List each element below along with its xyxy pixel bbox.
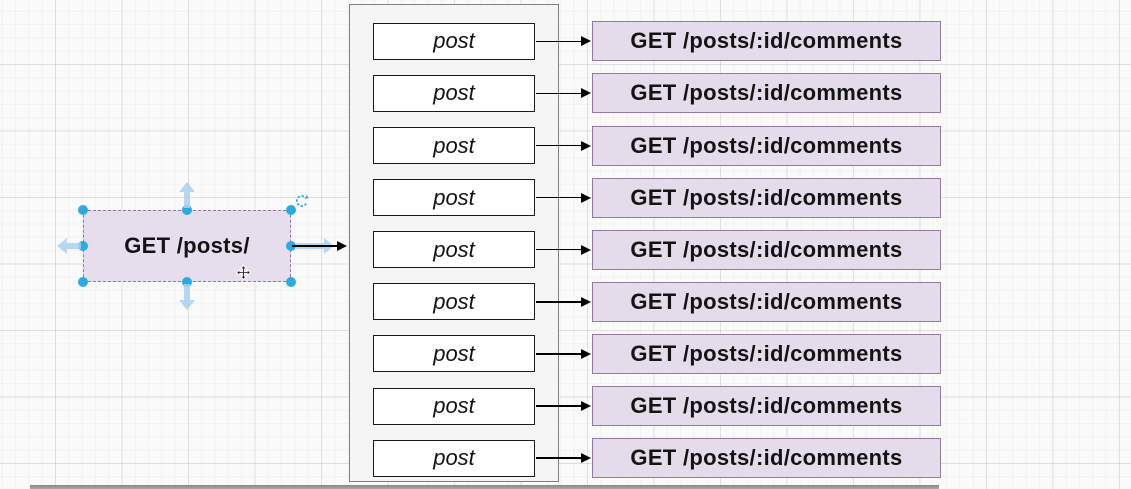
endpoint-node[interactable]: GET /posts/:id/comments (592, 73, 941, 114)
post-node-label: post (433, 288, 475, 314)
row-connector-line[interactable] (535, 301, 583, 303)
row-connector-line[interactable] (535, 405, 583, 407)
endpoint-node-label: GET /posts/:id/comments (630, 445, 903, 471)
row-connector-arrowhead (581, 88, 591, 99)
post-node[interactable]: post (373, 127, 535, 164)
row-connector-line[interactable] (535, 457, 583, 459)
post-node[interactable]: post (373, 179, 535, 217)
post-node[interactable]: post (373, 335, 535, 373)
connect-arrow-left-icon[interactable] (57, 238, 81, 254)
move-cursor-icon (236, 265, 251, 280)
row-connector-arrowhead (581, 140, 591, 151)
post-node[interactable]: post (373, 22, 535, 60)
selection-handle[interactable] (78, 205, 88, 215)
post-node-label: post (433, 340, 475, 366)
post-node-label: post (433, 132, 475, 158)
connect-arrow-up-icon[interactable] (179, 182, 195, 208)
endpoint-node-label: GET /posts/:id/comments (630, 393, 903, 418)
selection-handle[interactable] (182, 277, 192, 287)
window-edge-bar (30, 485, 939, 489)
post-node-label: post (433, 80, 475, 106)
main-connector-line[interactable] (291, 245, 339, 247)
post-node[interactable]: post (373, 439, 535, 477)
endpoint-node-label: GET /posts/:id/comments (630, 80, 903, 106)
node-get-posts[interactable]: GET /posts/ (57, 182, 334, 310)
post-node-label: post (433, 445, 475, 471)
post-node[interactable]: post (373, 74, 535, 112)
row-connector-arrowhead (581, 453, 591, 464)
selection-handle[interactable] (286, 241, 296, 251)
selection-handle[interactable] (286, 277, 296, 287)
node-label: GET /posts/ (124, 233, 250, 258)
row-connector-arrowhead (581, 36, 591, 47)
row-connector-arrowhead (581, 192, 591, 203)
row-connector-line[interactable] (535, 40, 583, 43)
endpoint-node[interactable]: GET /posts/:id/comments (592, 386, 941, 426)
connect-arrow-down-icon[interactable] (179, 284, 195, 310)
endpoint-node[interactable]: GET /posts/:id/comments (592, 125, 941, 166)
row-connector-line[interactable] (535, 196, 583, 199)
selection-handle[interactable] (78, 277, 88, 287)
row-connector-arrowhead (581, 244, 591, 255)
post-node-label: post (433, 28, 475, 54)
post-node-label: post (433, 184, 475, 210)
endpoint-node-label: GET /posts/:id/comments (630, 288, 903, 314)
endpoint-node-label: GET /posts/:id/comments (630, 184, 903, 210)
endpoint-node-label: GET /posts/:id/comments (630, 236, 903, 262)
post-node[interactable]: post (373, 231, 535, 269)
post-node[interactable]: post (373, 283, 535, 321)
endpoint-node-label: GET /posts/:id/comments (630, 132, 903, 158)
selection-handle[interactable] (286, 205, 296, 215)
endpoint-node[interactable]: GET /posts/:id/comments (592, 438, 941, 479)
main-connector-arrowhead (337, 241, 347, 251)
selection-handle[interactable] (78, 241, 88, 251)
post-node-label: post (433, 236, 475, 262)
post-node-label: post (433, 393, 475, 418)
rotate-handle-icon[interactable] (294, 193, 310, 209)
endpoint-node-label: GET /posts/:id/comments (630, 28, 903, 54)
row-connector-arrowhead (581, 296, 591, 307)
post-node[interactable]: post (373, 387, 535, 425)
row-connector-line[interactable] (535, 248, 583, 251)
row-connector-line[interactable] (535, 92, 583, 95)
selection-handle[interactable] (182, 205, 192, 215)
endpoint-node-label: GET /posts/:id/comments (630, 340, 903, 366)
endpoint-node[interactable]: GET /posts/:id/comments (592, 229, 941, 270)
endpoint-node[interactable]: GET /posts/:id/comments (592, 21, 941, 62)
endpoint-node[interactable]: GET /posts/:id/comments (592, 177, 941, 218)
row-connector-line[interactable] (535, 353, 583, 355)
row-connector-line[interactable] (535, 144, 583, 147)
row-connector-arrowhead (581, 401, 591, 411)
endpoint-node[interactable]: GET /posts/:id/comments (592, 333, 941, 374)
row-connector-arrowhead (581, 348, 591, 359)
endpoint-node[interactable]: GET /posts/:id/comments (592, 281, 941, 322)
